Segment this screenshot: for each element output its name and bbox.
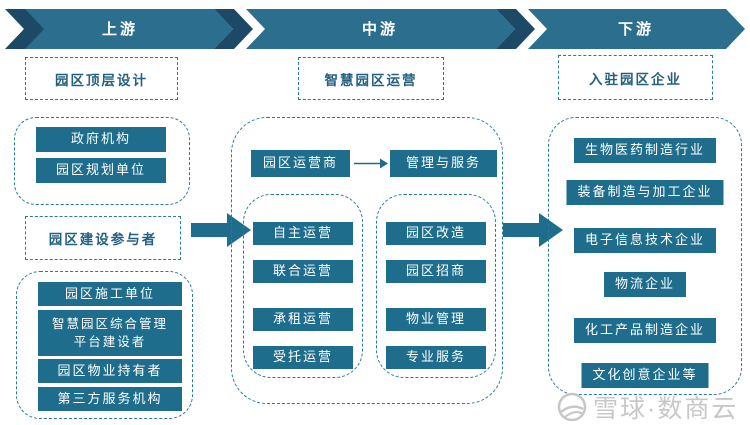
tenants-group [548, 117, 742, 395]
upstream-banner-label: 上游 [101, 21, 138, 38]
park-renovation-box: 园区改造 [386, 222, 486, 245]
tenant-enterprises-label: 入驻园区企业 [558, 55, 713, 100]
watermark: 雪球·数商云 [556, 389, 738, 425]
midstream-banner-shape [246, 9, 515, 49]
property-management-box: 物业管理 [386, 308, 486, 331]
electronic-info-tech-box: 电子信息技术企业 [573, 228, 717, 253]
chevron-junction-icon [496, 9, 535, 49]
chevron-junction-icon [214, 9, 253, 49]
arrow-right-icon [191, 213, 251, 247]
operation-modes-group [243, 194, 363, 378]
entrusted-operation-box: 受托运营 [253, 346, 353, 369]
equipment-manufacturing-box: 装备制造与加工企业 [566, 180, 724, 205]
operation-services-group [376, 194, 496, 378]
platform-builder-box: 智慧园区综合管理 平台建设者 [38, 310, 182, 356]
midstream-banner-label: 中游 [361, 21, 398, 38]
smart-park-operation-label: 智慧园区运营 [298, 57, 444, 100]
construction-participants-label: 园区建设参与者 [25, 216, 181, 260]
property-holder-box: 园区物业持有者 [38, 359, 182, 383]
management-service-box: 管理与服务 [390, 150, 497, 177]
planners-group [14, 117, 190, 205]
upstream-banner-shape [8, 9, 233, 49]
self-operation-box: 自主运营 [253, 222, 353, 245]
joint-operation-box: 联合运营 [253, 260, 353, 283]
park-investment-box: 园区招商 [386, 260, 486, 283]
chevron-banner-strip [5, 9, 745, 49]
park-planning-unit-box: 园区规划单位 [36, 158, 166, 183]
logistics-box: 物流企业 [603, 272, 687, 297]
xueqiu-logo-icon [557, 392, 587, 422]
construction-unit-box: 园区施工单位 [38, 282, 182, 306]
chemical-products-box: 化工产品制造企业 [573, 318, 717, 343]
flow-arrow-icon [354, 158, 388, 169]
government-agency-box: 政府机构 [36, 127, 166, 152]
lease-operation-box: 承租运营 [253, 308, 353, 331]
builders-group [16, 271, 193, 419]
chevron-start-icon [5, 9, 44, 49]
watermark-text: 雪球·数商云 [593, 395, 739, 423]
downstream-banner-shape [528, 9, 745, 49]
downstream-banner-label: 下游 [617, 21, 654, 38]
cultural-creative-box: 文化创意企业等 [581, 363, 709, 388]
operation-container [231, 117, 503, 404]
professional-service-box: 专业服务 [386, 346, 486, 369]
park-operator-box: 园区运营商 [251, 150, 350, 177]
park-top-design-label: 园区顶层设计 [25, 57, 178, 100]
third-party-service-box: 第三方服务机构 [38, 387, 182, 411]
biomedicine-box: 生物医药制造行业 [573, 138, 717, 163]
